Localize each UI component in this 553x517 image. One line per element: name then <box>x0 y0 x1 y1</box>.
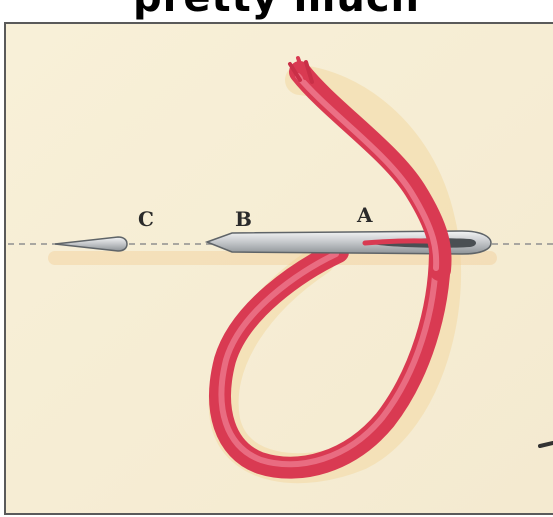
label-b: B <box>235 207 252 231</box>
label-a: A <box>356 203 373 227</box>
paper-background <box>4 22 553 514</box>
label-c: C <box>138 207 154 231</box>
